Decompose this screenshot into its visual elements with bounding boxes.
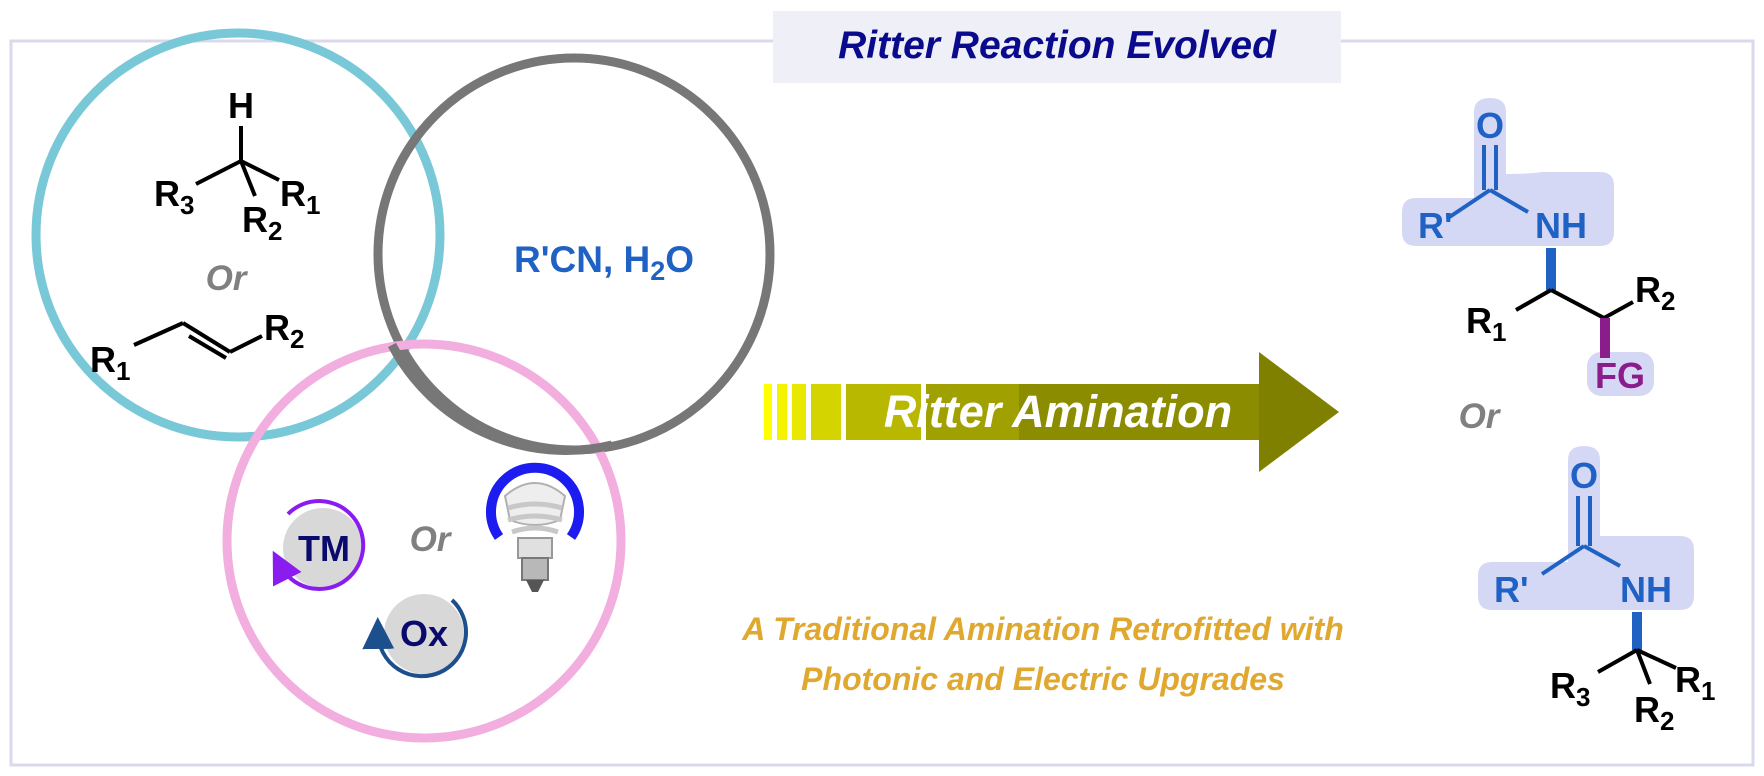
svg-text:R1: R1 <box>1466 300 1506 347</box>
reaction-arrow: Ritter Amination <box>764 352 1339 472</box>
light-bulb-icon <box>486 462 584 592</box>
p2-r2-sub: 2 <box>1660 706 1674 736</box>
alkane-r1-sub: 1 <box>306 190 320 220</box>
amide-highlight-1 <box>1402 98 1614 246</box>
product-1: O R' NH R1 R2 FG <box>1402 98 1675 396</box>
catalyst-circle <box>222 339 626 743</box>
substrate-circle <box>31 28 445 442</box>
tm-label: TM <box>298 528 350 569</box>
tm-catalyst: TM <box>272 499 366 592</box>
alkane-r2-sub: 2 <box>268 216 282 246</box>
svg-text:R3: R3 <box>1550 665 1590 712</box>
svg-text:R2: R2 <box>242 199 282 246</box>
alkene-r2-sub: 2 <box>290 324 304 354</box>
svg-text:R1: R1 <box>90 339 130 386</box>
fg-highlight <box>1587 352 1654 396</box>
alkane-r3-sub: 3 <box>180 190 194 220</box>
p1-r2: R <box>1635 269 1661 310</box>
alkane-substrate: H R3 R1 R2 <box>154 85 320 246</box>
p1-r1: R <box>1466 300 1492 341</box>
ox-catalyst: Ox <box>362 594 468 679</box>
arrow-label: Ritter Amination <box>884 386 1232 437</box>
p1-nh: NH <box>1535 205 1587 246</box>
p2-rprime: R' <box>1494 569 1529 610</box>
p2-r3: R <box>1550 665 1576 706</box>
or-products: Or <box>1459 397 1502 436</box>
p2-o: O <box>1570 455 1598 496</box>
reagents-label: R'CN, H2O <box>514 239 694 286</box>
amide-highlight-2 <box>1478 446 1694 610</box>
alkane-h: H <box>228 85 254 126</box>
p2-nh: NH <box>1620 569 1672 610</box>
p1-r1-sub: 1 <box>1492 317 1506 347</box>
p1-rprime: R' <box>1418 205 1453 246</box>
p2-r1: R <box>1675 659 1701 700</box>
alkane-r2: R <box>242 199 268 240</box>
alkene-r1: R <box>90 339 116 380</box>
ox-label: Ox <box>400 613 448 654</box>
svg-text:R2: R2 <box>1634 689 1674 736</box>
svg-text:R3: R3 <box>154 173 194 220</box>
ox-cycle-arrow <box>362 598 468 679</box>
or-catalysts: Or <box>410 520 453 559</box>
svg-text:R1: R1 <box>1675 659 1715 706</box>
tm-cycle-arrow <box>272 499 366 592</box>
alkene-substrate: R1 R2 <box>90 307 304 386</box>
svg-text:R2: R2 <box>264 307 304 354</box>
p1-o: O <box>1476 105 1504 146</box>
svg-text:R2: R2 <box>1635 269 1675 316</box>
alkene-r2: R <box>264 307 290 348</box>
or-substrates: Or <box>206 259 249 298</box>
p2-r3-sub: 3 <box>1576 682 1590 712</box>
alkane-r3: R <box>154 173 180 214</box>
p1-r2-sub: 2 <box>1661 286 1675 316</box>
circle-overlap-gap <box>388 342 614 456</box>
p2-r2: R <box>1634 689 1660 730</box>
svg-text:R1: R1 <box>280 173 320 220</box>
product-2: O R' NH R3 R1 R2 <box>1478 446 1715 736</box>
alkane-r1: R <box>280 173 306 214</box>
p2-r1-sub: 1 <box>1701 676 1715 706</box>
tagline-line-2: Photonic and Electric Upgrades <box>801 661 1285 697</box>
title: Ritter Reaction Evolved <box>838 24 1277 67</box>
p1-fg: FG <box>1595 355 1645 396</box>
alkene-r1-sub: 1 <box>116 356 130 386</box>
tagline-line-1: A Traditional Amination Retrofitted with <box>741 611 1343 647</box>
title-banner <box>773 11 1341 83</box>
